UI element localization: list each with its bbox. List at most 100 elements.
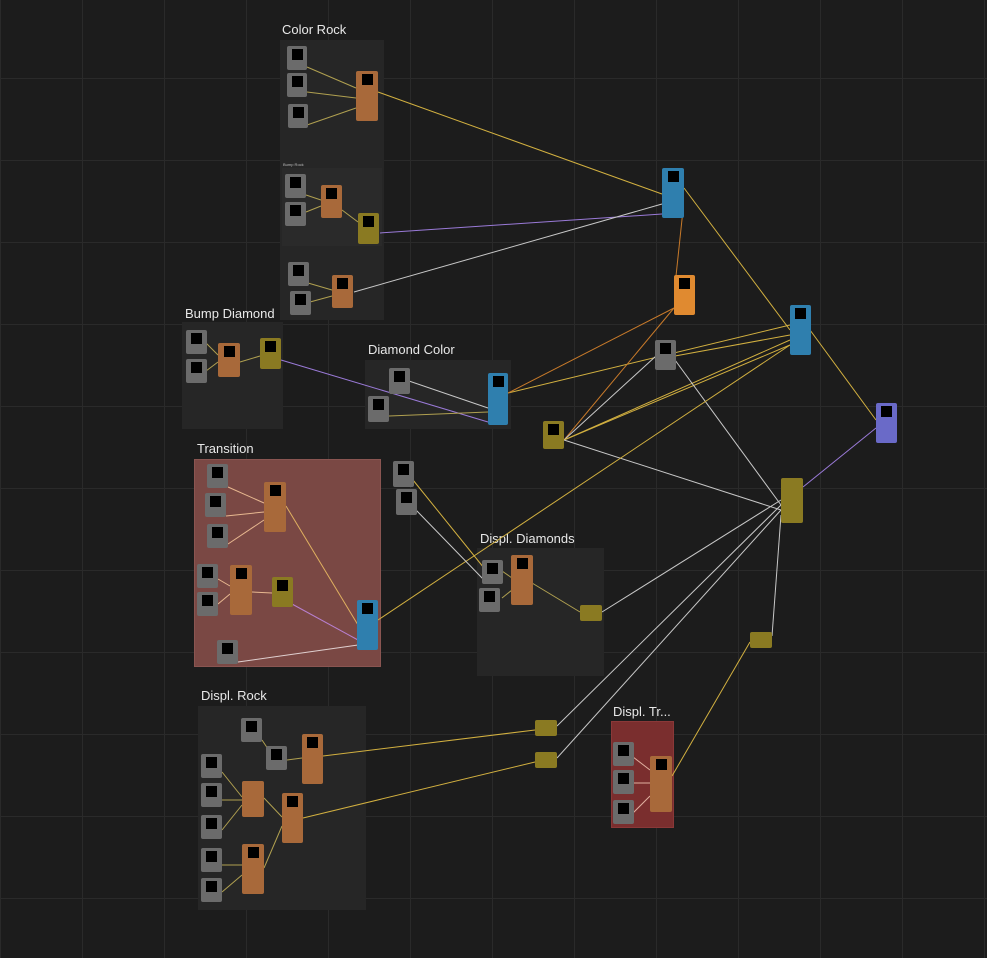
node-blend[interactable] — [650, 756, 672, 812]
node-blend[interactable] — [356, 71, 378, 121]
node-input[interactable] — [197, 564, 218, 588]
node-input[interactable] — [266, 746, 287, 770]
node-blend[interactable] — [282, 793, 303, 843]
node-thumbnail — [292, 107, 304, 118]
node-thumbnail — [881, 406, 892, 417]
node-normal[interactable] — [260, 338, 281, 369]
node-normal[interactable] — [358, 213, 379, 244]
frame-label-displ-rock: Displ. Rock — [201, 688, 267, 703]
node-thumbnail — [271, 749, 282, 760]
node-input[interactable] — [207, 464, 228, 488]
node-blend[interactable] — [321, 185, 342, 218]
node-input[interactable] — [201, 878, 222, 902]
node-thumbnail — [206, 851, 217, 862]
node-blend[interactable] — [264, 482, 286, 532]
node-input[interactable] — [186, 359, 207, 383]
node-thumbnail — [660, 343, 671, 354]
node-material[interactable] — [488, 373, 508, 425]
node-thumbnail — [277, 580, 288, 591]
node-thumbnail — [618, 773, 629, 784]
node-thumbnail — [269, 485, 281, 496]
node-thumbnail — [363, 216, 374, 227]
node-input[interactable] — [393, 461, 414, 487]
node-input[interactable] — [613, 742, 634, 766]
node-input[interactable] — [613, 770, 634, 794]
node-output[interactable] — [876, 403, 897, 443]
node-input[interactable] — [287, 73, 307, 97]
node-thumbnail — [394, 371, 405, 382]
node-input[interactable] — [217, 640, 238, 664]
node-thumbnail — [246, 721, 257, 732]
node-thumbnail — [206, 881, 217, 892]
node-blend[interactable] — [230, 565, 252, 615]
node-thumbnail — [291, 76, 303, 87]
node-thumbnail — [191, 362, 202, 373]
node-thumbnail — [290, 177, 301, 188]
node-blend[interactable] — [332, 275, 353, 308]
node-input[interactable] — [479, 588, 500, 612]
node-input[interactable] — [201, 815, 222, 839]
node-input[interactable] — [285, 202, 306, 226]
node-input[interactable] — [655, 340, 676, 370]
node-input[interactable] — [201, 848, 222, 872]
node-input[interactable] — [186, 330, 207, 354]
node-height-blend[interactable] — [781, 478, 803, 523]
node-blend[interactable] — [302, 734, 323, 784]
node-thumbnail — [206, 757, 217, 768]
node-input[interactable] — [201, 754, 222, 778]
node-input[interactable] — [287, 46, 307, 70]
frame-label-color-rock: Color Rock — [282, 22, 347, 37]
frame-label-transition: Transition — [197, 441, 254, 456]
node-thumbnail — [235, 568, 247, 579]
node-thumbnail — [290, 205, 301, 216]
node-thumbnail — [401, 492, 412, 503]
node-thumbnail — [212, 467, 223, 478]
node-thumbnail — [202, 567, 213, 578]
node-input[interactable] — [613, 800, 634, 824]
node-blend[interactable] — [242, 844, 264, 894]
node-input[interactable] — [368, 396, 389, 422]
node-thumbnail — [362, 603, 373, 614]
node-input[interactable] — [389, 368, 410, 394]
node-height[interactable] — [535, 752, 557, 768]
node-thumbnail — [618, 803, 629, 814]
node-material[interactable] — [790, 305, 811, 355]
node-input[interactable] — [241, 718, 262, 742]
node-thumbnail — [291, 49, 303, 60]
node-thumbnail — [212, 527, 223, 538]
node-thumbnail — [484, 591, 495, 602]
node-thumbnail — [222, 643, 233, 654]
node-height[interactable] — [750, 632, 772, 648]
node-input[interactable] — [288, 262, 309, 286]
node-thumbnail — [548, 424, 559, 435]
node-blend[interactable] — [218, 343, 240, 377]
frame-label-bump-rock: Bump Rock — [283, 162, 304, 167]
node-input[interactable] — [207, 524, 228, 548]
node-input[interactable] — [396, 489, 417, 515]
node-input[interactable] — [285, 174, 306, 198]
node-thumbnail — [667, 171, 679, 182]
node-blend[interactable] — [242, 781, 264, 817]
node-input[interactable] — [288, 104, 308, 128]
node-input[interactable] — [290, 291, 311, 315]
node-blend[interactable] — [511, 555, 533, 605]
node-material[interactable] — [357, 600, 378, 650]
node-normal[interactable] — [543, 421, 564, 449]
node-thumbnail — [265, 341, 276, 352]
node-height[interactable] — [535, 720, 557, 736]
node-input[interactable] — [482, 560, 503, 584]
node-input[interactable] — [197, 592, 218, 616]
node-input[interactable] — [201, 783, 222, 807]
node-thumbnail — [337, 278, 348, 289]
frame-label-displ-transition: Displ. Tr... — [613, 704, 671, 719]
node-normal[interactable] — [272, 577, 293, 607]
node-input[interactable] — [205, 493, 226, 517]
node-thumbnail — [326, 188, 337, 199]
node-color[interactable] — [674, 275, 695, 315]
node-height[interactable] — [580, 605, 602, 621]
node-thumbnail — [206, 786, 217, 797]
node-thumbnail — [679, 278, 690, 289]
node-material[interactable] — [662, 168, 684, 218]
